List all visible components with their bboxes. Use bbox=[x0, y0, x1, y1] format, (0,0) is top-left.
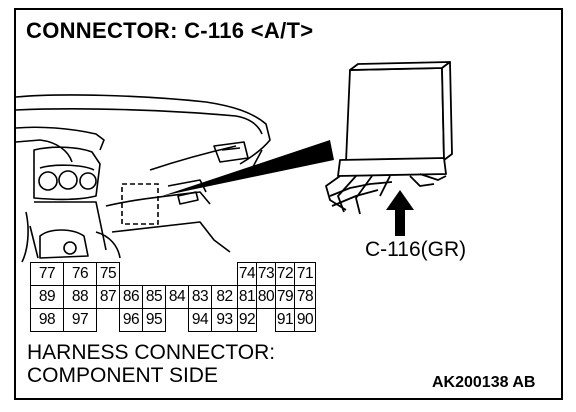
pin-cell: 89 bbox=[30, 285, 64, 309]
pin-cell: 71 bbox=[294, 262, 316, 286]
dashboard-drawing bbox=[15, 94, 271, 263]
callout-arrow bbox=[386, 190, 414, 236]
pin-cell: 72 bbox=[275, 262, 295, 286]
pin-cell: 79 bbox=[275, 285, 295, 309]
pin-cell: 77 bbox=[30, 262, 64, 286]
projection-wedge bbox=[162, 140, 334, 196]
pin-cell: 93 bbox=[211, 308, 238, 332]
pin-cell: 90 bbox=[294, 308, 316, 332]
pin-cell: 73 bbox=[256, 262, 276, 286]
pin-cell: 95 bbox=[142, 308, 166, 332]
pin-cell: 91 bbox=[275, 308, 295, 332]
pin-cell: 86 bbox=[119, 285, 143, 309]
pin-cell: 75 bbox=[96, 262, 120, 286]
pin-cell: 98 bbox=[30, 308, 64, 332]
connector-callout-label: C-116(GR) bbox=[365, 238, 467, 261]
pin-cell: 88 bbox=[63, 285, 97, 309]
figure-frame bbox=[14, 8, 563, 400]
pin-cell: 92 bbox=[237, 308, 257, 332]
pin-cell: 76 bbox=[63, 262, 97, 286]
pin-cell: 80 bbox=[256, 285, 276, 309]
pin-cell: 85 bbox=[142, 285, 166, 309]
pin-cell: 82 bbox=[211, 285, 238, 309]
pin-cell: 97 bbox=[63, 308, 97, 332]
harness-caption: HARNESS CONNECTOR: COMPONENT SIDE bbox=[27, 341, 275, 387]
connector-location-box bbox=[121, 183, 159, 225]
pin-cell: 83 bbox=[188, 285, 212, 309]
figure-code: AK200138 AB bbox=[432, 374, 536, 391]
harness-caption-line1: HARNESS CONNECTOR: bbox=[27, 341, 276, 364]
pin-cell: 84 bbox=[165, 285, 189, 309]
figure-title: CONNECTOR: C-116 <A/T> bbox=[26, 18, 314, 43]
control-unit-drawing bbox=[325, 61, 453, 215]
pin-cell: 96 bbox=[119, 308, 143, 332]
pin-cell: 87 bbox=[96, 285, 120, 309]
pin-cell: 78 bbox=[294, 285, 316, 309]
harness-caption-line2: COMPONENT SIDE bbox=[27, 364, 218, 387]
pin-cell: 81 bbox=[237, 285, 257, 309]
pin-cell: 94 bbox=[188, 308, 212, 332]
pin-cell: 74 bbox=[237, 262, 257, 286]
